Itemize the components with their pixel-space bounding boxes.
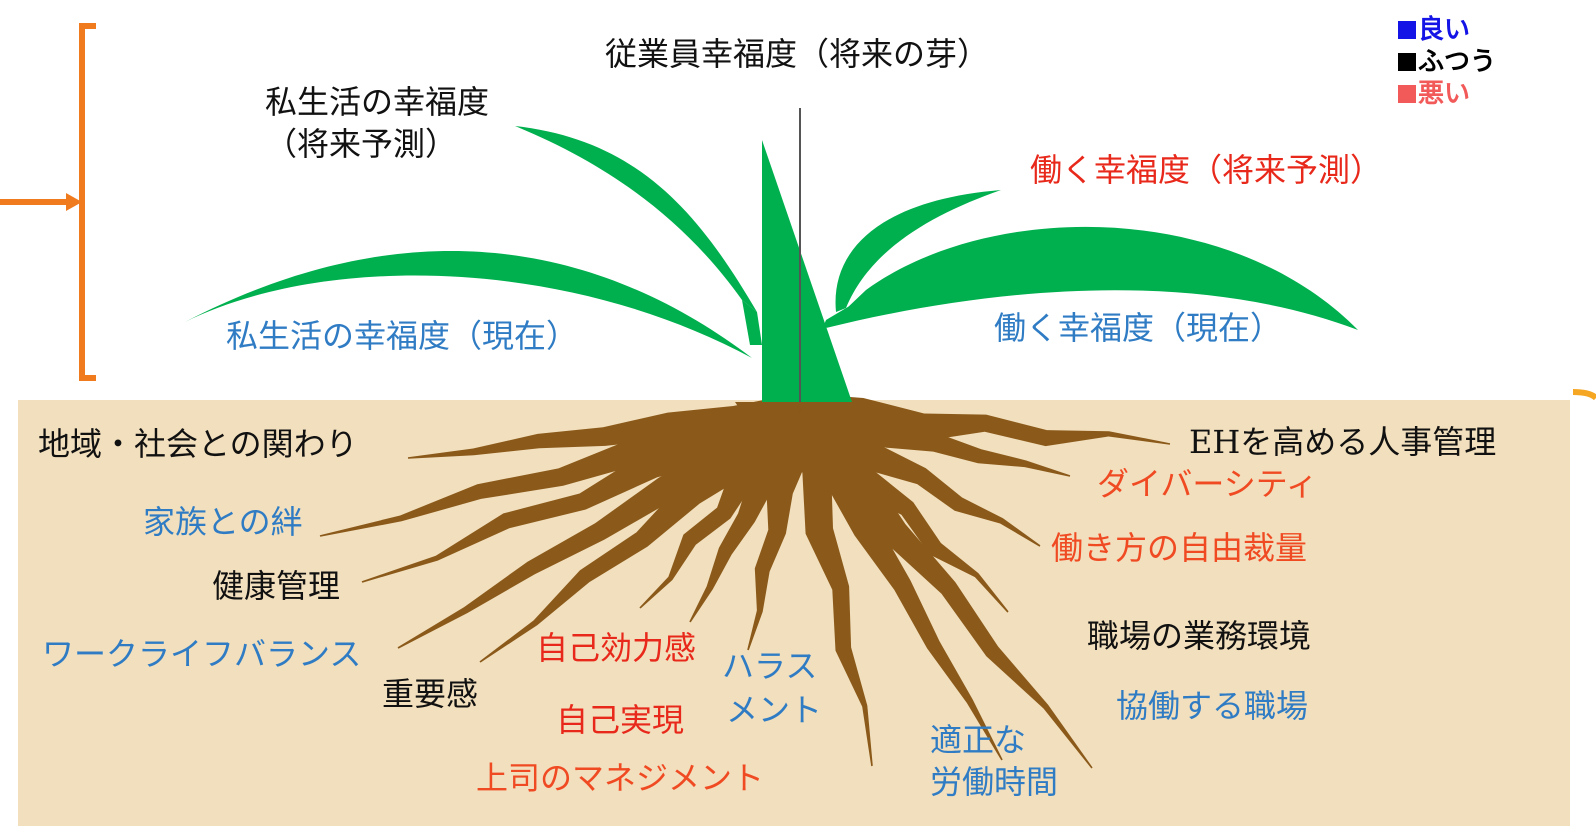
root-wlb [397, 395, 810, 649]
bracket-arrow-head [66, 193, 82, 211]
leaf-private-current [185, 251, 752, 358]
root-label-eh-hr-management: EHを高める人事管理 [1189, 423, 1497, 461]
leaves [185, 126, 1358, 402]
legend-normal: ふつう [1398, 46, 1496, 78]
main-stem [762, 140, 852, 402]
root-label-harassment-line2: メント [726, 691, 823, 729]
root-label-hours-line1: 適正な [930, 721, 1027, 759]
root-label-health: 健康管理 [212, 567, 341, 605]
roots [319, 393, 1171, 769]
legend-normal-swatch [1398, 53, 1416, 71]
legend-bad: 悪い [1398, 78, 1496, 110]
legend-bad-swatch [1398, 85, 1416, 103]
root-label-hours-line2: 労働時間 [930, 763, 1059, 801]
root-label-community: 地域・社会との関わり [38, 425, 358, 463]
legend-good: 良い [1398, 14, 1496, 46]
root-discretion [790, 395, 1041, 547]
root-label-harassment-line1: ハラス [722, 647, 818, 685]
root-label-boss-management: 上司のマネジメント [476, 759, 765, 797]
root-family [319, 393, 805, 537]
leaf-work-future [835, 190, 1001, 312]
root-hours [783, 402, 1003, 761]
root-label-family: 家族との絆 [143, 503, 303, 541]
root-label-importance: 重要感 [382, 675, 479, 713]
private-future-label-line2: （将来予測） [265, 125, 458, 163]
legend-bad-label: 悪い [1418, 79, 1471, 109]
stem-right-connector [822, 295, 868, 330]
root-label-cooperative-workplace: 協働する職場 [1116, 687, 1309, 725]
root-health [361, 394, 807, 583]
leaf-work-current [826, 226, 1358, 330]
root-community [407, 393, 803, 459]
legend-normal-label: ふつう [1418, 47, 1497, 77]
private-future-label-line1: 私生活の幸福度 [265, 83, 490, 121]
work-current-label: 働く幸福度（現在） [994, 309, 1283, 347]
root-label-self-actualization: 自己実現 [556, 701, 685, 739]
legend: 良い ふつう 悪い [1398, 14, 1496, 110]
right-bracket-fragment [1572, 389, 1596, 401]
root-label-work-discretion: 働き方の自由裁量 [1051, 529, 1308, 567]
root-label-diversity: ダイバーシティ [1097, 465, 1318, 503]
private-current-label: 私生活の幸福度（現在） [226, 317, 579, 355]
root-diversity [795, 393, 1071, 477]
root-harassment [747, 408, 819, 651]
future-bud-label: 従業員幸福度（将来の芽） [605, 35, 990, 73]
legend-good-swatch [1398, 21, 1416, 39]
root-workplace [787, 398, 1009, 613]
work-future-label: 働く幸福度（将来予測） [1030, 151, 1383, 189]
root-label-workplace-environment: 職場の業務環境 [1087, 617, 1312, 655]
stem-left-connector [742, 300, 762, 345]
root-label-work-life-balance: ワークライフバランス [42, 635, 362, 673]
root-importance [479, 397, 812, 663]
root-label-self-efficacy: 自己効力感 [536, 629, 697, 667]
root-management [781, 408, 873, 767]
legend-good-label: 良い [1418, 15, 1471, 45]
